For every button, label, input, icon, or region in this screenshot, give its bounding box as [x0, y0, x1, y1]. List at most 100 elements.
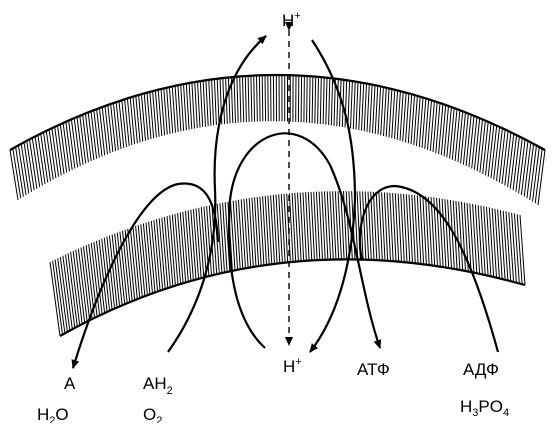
membrane-hatch-line	[257, 75, 258, 121]
membrane-hatch-line	[488, 124, 494, 176]
membrane-hatch-line	[359, 83, 361, 131]
membrane-hatch-line	[527, 144, 534, 198]
membrane-hatch-line	[193, 209, 198, 279]
membrane-hatch-line	[499, 130, 505, 183]
membrane-hatch-line	[181, 85, 184, 131]
membrane-hatch-line	[201, 207, 206, 277]
membrane-hatch-line	[71, 119, 77, 167]
label-h-bottom: H+	[283, 356, 302, 376]
membrane-hatch-line	[77, 117, 83, 165]
membrane-hatch-line	[524, 142, 531, 196]
membrane-hatch-line	[395, 90, 398, 139]
membrane-hatch-line	[234, 77, 236, 123]
membrane-hatch-line	[538, 150, 545, 205]
membrane-hatch-line	[265, 75, 266, 121]
membrane-hatch-line	[356, 82, 358, 130]
membrane-hatch-line	[472, 117, 477, 169]
membrane-hatch-line	[530, 145, 537, 200]
membrane-hatch-line	[510, 135, 516, 189]
membrane-hatch-line	[378, 86, 381, 134]
membrane-hatch-line	[80, 116, 86, 164]
membrane-hatch-line	[519, 139, 526, 193]
membrane-hatch-line	[167, 216, 173, 286]
membrane-hatch-line	[506, 211, 511, 281]
membrane-hatch-line	[351, 81, 353, 128]
membrane-hatch-line	[58, 258, 68, 332]
membrane-hatch-line	[99, 108, 104, 155]
membrane-hatch-line	[203, 81, 205, 127]
label-atp: АТФ	[357, 360, 390, 379]
membrane-hatch-line	[517, 214, 522, 284]
membrane-hatch-line	[353, 82, 355, 130]
membrane-hatch-line	[516, 138, 522, 192]
membrane-hatch-line	[94, 110, 100, 158]
membrane-hatch-line	[186, 211, 191, 281]
membrane-hatch-line	[533, 147, 540, 202]
membrane-hatch-line	[508, 134, 514, 187]
membrane-hatch-line	[206, 80, 208, 126]
membrane-hatch-line	[491, 126, 497, 179]
membrane-hatch-line	[88, 112, 94, 160]
membrane-hatch-line	[199, 208, 204, 278]
inner-membrane-bottom-edge	[60, 259, 525, 336]
membrane-hatch-line	[209, 80, 211, 126]
membrane-hatch-line	[58, 126, 65, 174]
membrane-hatch-line	[183, 212, 189, 282]
label-h-top: H+	[282, 10, 301, 30]
membrane-hatch-line	[512, 213, 517, 283]
membrane-hatch-line	[521, 141, 528, 195]
membrane-hatch-line	[111, 104, 116, 151]
membrane-hatch-line	[55, 260, 65, 334]
membrane-hatch-line	[66, 255, 75, 328]
label-adp: АДФ	[463, 360, 499, 379]
membrane-hatch-line	[262, 75, 263, 121]
membrane-hatch-line	[259, 75, 260, 121]
membrane-hatch-line	[102, 107, 107, 154]
membrane-hatch-line	[85, 113, 91, 161]
membrane-hatch-line	[474, 118, 479, 170]
label-o2: O2	[143, 405, 162, 423]
membrane-hatch-line	[268, 75, 269, 121]
membrane-hatch-line	[212, 79, 214, 125]
membrane-hatch-line	[307, 76, 308, 123]
membrane-hatch-line	[196, 208, 201, 278]
membrane-hatch-line	[326, 78, 327, 125]
membrane-hatch-line	[301, 76, 302, 123]
membrane-hatch-line	[46, 131, 53, 180]
membrane-hatch-line	[367, 84, 369, 132]
outer-membrane-top-edge	[10, 75, 545, 150]
membrane-hatch-line	[364, 84, 366, 132]
membrane-hatch-line	[384, 88, 387, 136]
membrane-hatch-line	[370, 85, 372, 133]
membrane-hatch-line	[189, 83, 192, 129]
membrane-hatch-line	[60, 257, 70, 331]
membrane-hatch-line	[60, 124, 66, 172]
membrane-hatch-line	[520, 215, 525, 285]
membrane-hatch-line	[66, 122, 72, 170]
inner-membrane-band	[50, 191, 525, 336]
membrane-hatch-line	[172, 86, 175, 132]
membrane-hatch-line	[509, 212, 514, 282]
membrane-hatch-line	[191, 210, 196, 280]
membrane-hatch-line	[315, 77, 316, 124]
membrane-hatch-line	[477, 119, 482, 171]
membrane-hatch-line	[198, 82, 201, 128]
membrane-hatch-line	[97, 109, 102, 156]
membrane-hatch-line	[375, 86, 378, 134]
membrane-hatch-line	[69, 121, 75, 169]
membrane-hatch-line	[483, 122, 489, 174]
membrane-hatch-line	[513, 137, 519, 191]
membrane-hatch-line	[237, 77, 238, 123]
membrane-hatch-line	[318, 77, 319, 124]
membrane-hatch-line	[63, 123, 69, 171]
membrane-hatch-line	[514, 214, 519, 284]
membrane-hatch-line	[228, 77, 230, 123]
membrane-hatch-line	[180, 212, 186, 282]
membrane-hatch-line	[175, 86, 178, 132]
membrane-hatch-line	[195, 82, 198, 128]
membrane-hatch-line	[400, 92, 403, 141]
membrane-hatch-line	[331, 78, 332, 125]
membrane-hatch-line	[172, 215, 178, 285]
membrane-hatch-line	[248, 76, 249, 122]
